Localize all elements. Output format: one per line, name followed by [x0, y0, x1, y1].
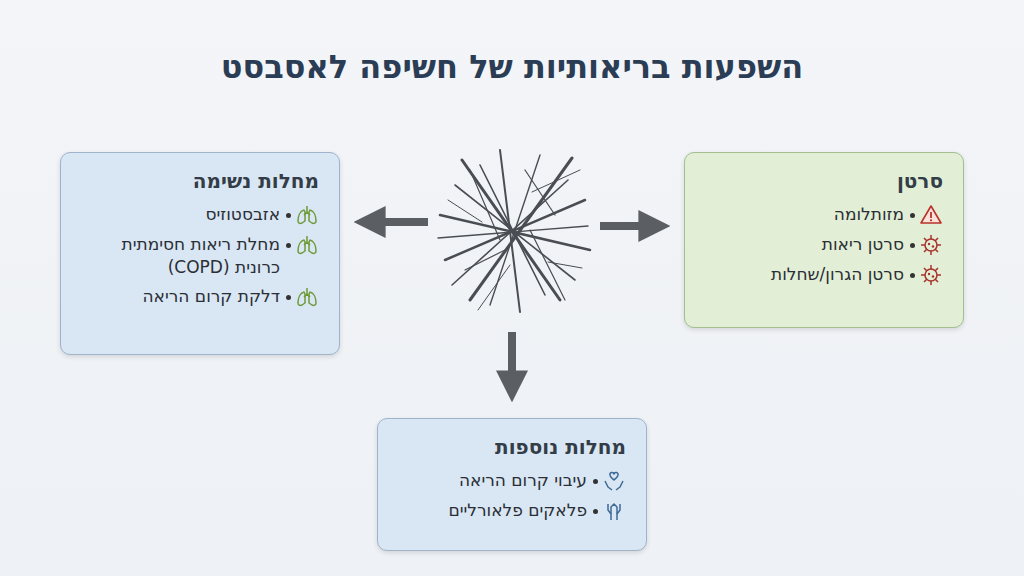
list-item: אזבסטוזיס — [206, 203, 280, 226]
category-box: סרטן מזותלומה סרטן ריאות סרטן הגרון/שחלות — [684, 152, 964, 328]
bullet-dot — [286, 213, 291, 218]
list-item: מחלת ריאות חסימתית כרונית (COPD) — [81, 233, 280, 279]
item-icon — [919, 233, 943, 257]
list-item: סרטן הגרון/שחלות — [771, 263, 904, 286]
list-item: מזותלומה — [834, 203, 904, 226]
arrows — [368, 222, 656, 388]
bullet-dot — [286, 243, 291, 248]
list-row: אזבסטוזיס — [81, 203, 319, 227]
list-row: דלקת קרום הריאה — [81, 285, 319, 309]
item-icon — [602, 469, 626, 493]
list-row: פלאקים פלאורליים — [398, 499, 626, 523]
list-item: עיבוי קרום הריאה — [459, 469, 587, 492]
list-row: עיבוי קרום הריאה — [398, 469, 626, 493]
category-box: מחלות נשימה אזבסטוזיס מחלת ריאות חסימתית כ… — [60, 152, 340, 355]
item-icon — [919, 203, 943, 227]
list-item: פלאקים פלאורליים — [448, 499, 587, 522]
item-icon — [295, 285, 319, 309]
box-heading: מחלות נוספות — [398, 435, 626, 459]
bullet-dot — [910, 273, 915, 278]
fiber-bundle — [438, 150, 590, 312]
list-row: סרטן הגרון/שחלות — [705, 263, 943, 287]
list-item: סרטן ריאות — [822, 233, 904, 256]
box-heading: סרטן — [705, 169, 943, 193]
category-box: מחלות נוספות עיבוי קרום הריאה פלאקים פלאור… — [377, 418, 647, 551]
box-heading: מחלות נשימה — [81, 169, 319, 193]
bullet-dot — [910, 213, 915, 218]
bullet-dot — [910, 243, 915, 248]
list-row: מזותלומה — [705, 203, 943, 227]
item-icon — [919, 263, 943, 287]
list-item: דלקת קרום הריאה — [142, 285, 280, 308]
item-icon — [602, 499, 626, 523]
list-row: מחלת ריאות חסימתית כרונית (COPD) — [81, 233, 319, 279]
list-row: סרטן ריאות — [705, 233, 943, 257]
bullet-dot — [593, 479, 598, 484]
bullet-dot — [593, 509, 598, 514]
item-icon — [295, 203, 319, 227]
bullet-dot — [286, 295, 291, 300]
item-icon — [295, 233, 319, 257]
diagram-title: השפעות בריאותיות של חשיפה לאסבסט — [0, 48, 1024, 86]
